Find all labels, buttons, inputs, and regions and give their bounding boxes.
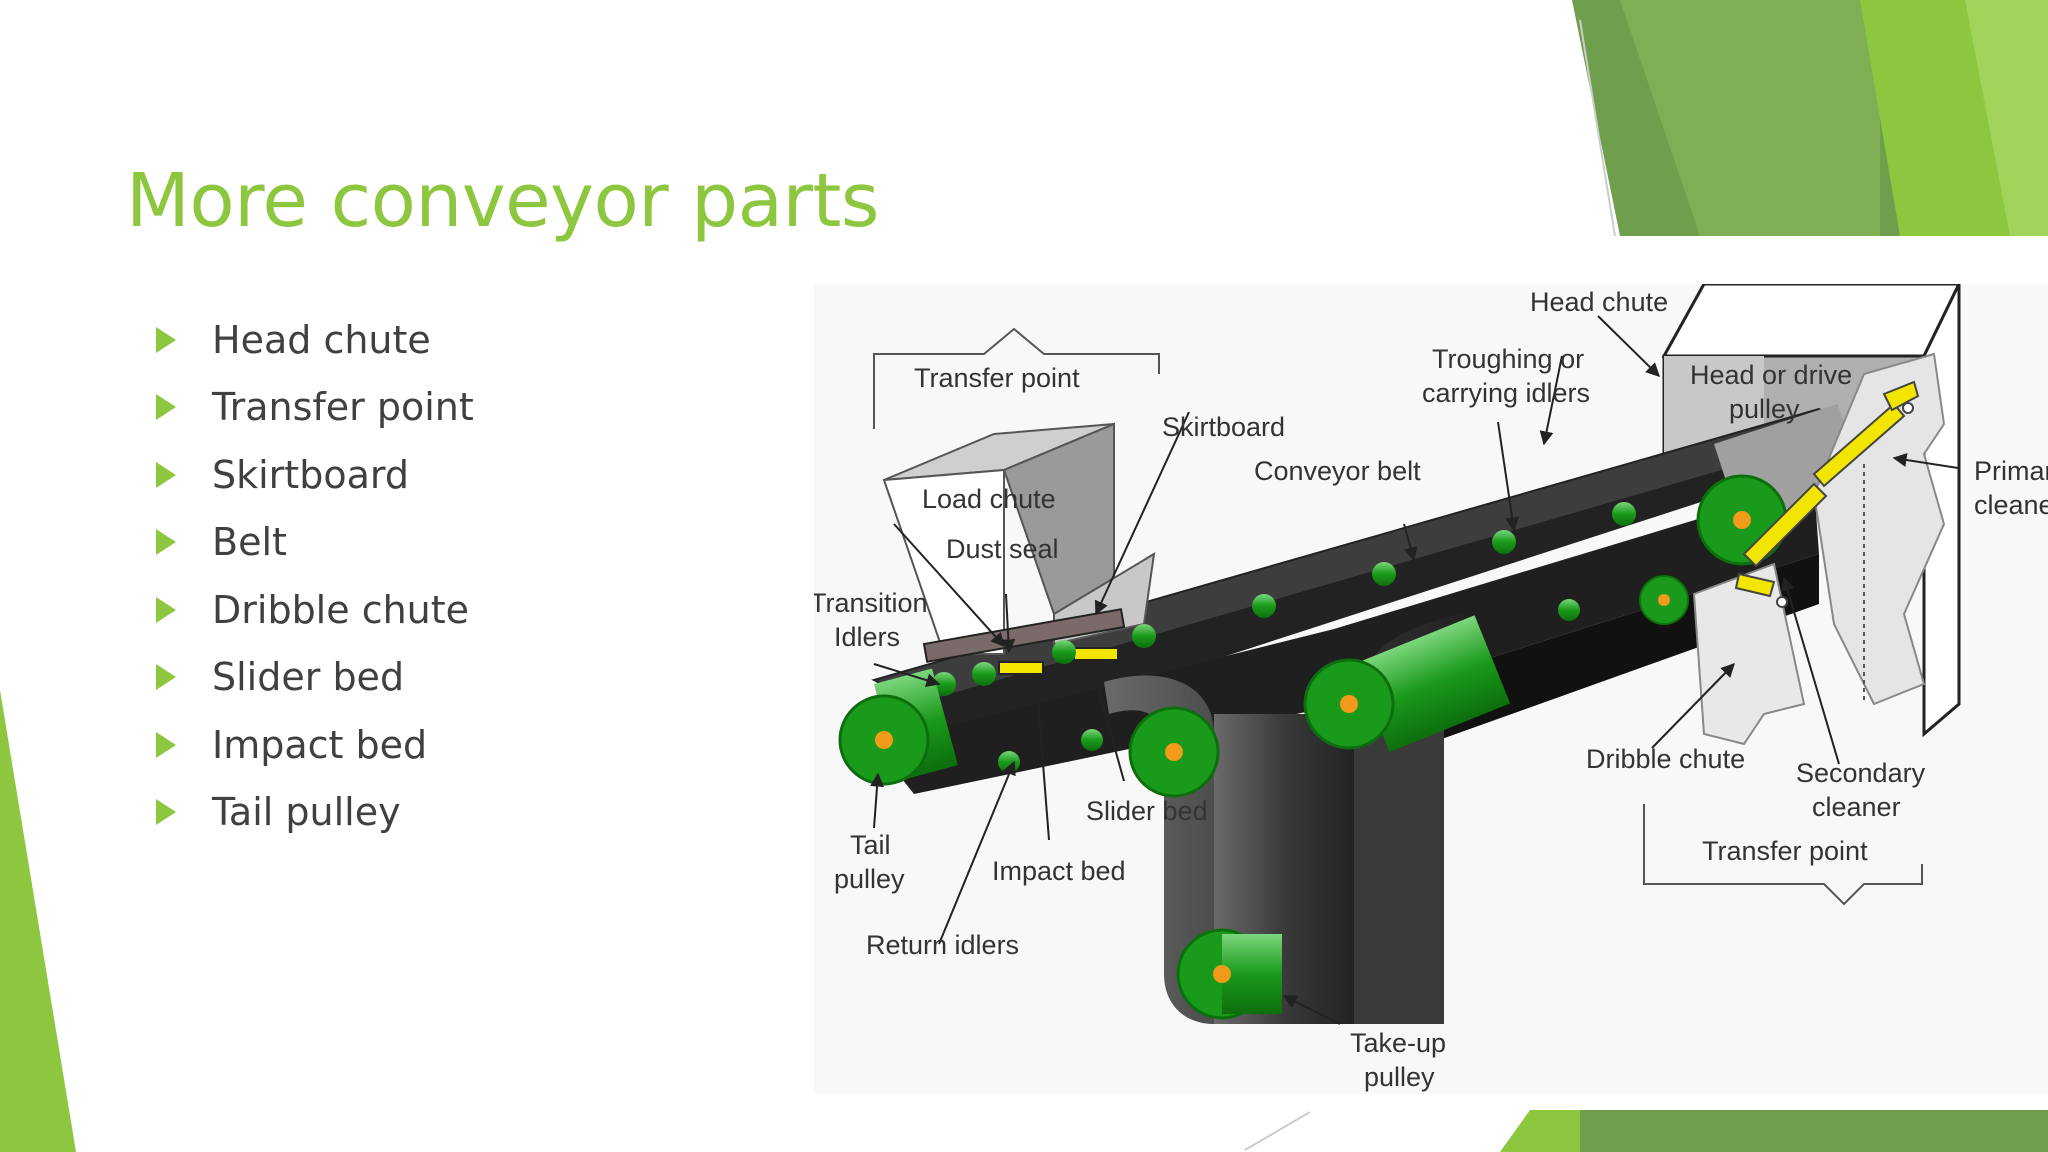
bullet-text: Dribble chute — [212, 587, 470, 632]
bullet-arrow-icon — [156, 394, 176, 421]
takeup-pulley — [1176, 928, 1282, 1020]
label-takeup-2: pulley — [1364, 1062, 1435, 1092]
bullet-text: Skirtboard — [212, 452, 409, 497]
bullet-text: Impact bed — [212, 722, 428, 767]
head-chute-side — [1812, 352, 1946, 706]
label-troughing-1: Troughing or — [1432, 344, 1584, 374]
label-tail-2: pulley — [834, 864, 905, 894]
bullet-text: Belt — [212, 520, 287, 565]
decor-bottom-right-2 — [1580, 1110, 2048, 1152]
bullet-item: Head chute — [156, 306, 474, 374]
label-dribble-chute: Dribble chute — [1586, 744, 1745, 774]
bullet-arrow-icon — [156, 461, 176, 488]
label-transition-2: Idlers — [834, 622, 900, 652]
conveyor-diagram: Head chute Transfer point Skirtboard Tro… — [814, 284, 2048, 1094]
label-takeup-1: Take-up — [1350, 1028, 1446, 1058]
bullet-text: Slider bed — [212, 655, 405, 700]
bend-pulley-right — [1303, 615, 1511, 753]
label-head-pulley-2: pulley — [1729, 394, 1800, 424]
label-head-chute: Head chute — [1530, 287, 1668, 317]
leader-lines — [870, 315, 1959, 1025]
bullet-item: Transfer point — [156, 374, 474, 442]
bullet-arrow-icon — [156, 664, 176, 691]
decor-top-right-mid — [1620, 0, 1880, 236]
label-load-chute: Load chute — [922, 484, 1056, 514]
label-transfer-point-right: Transfer point — [1702, 836, 1868, 866]
label-secondary-1: Secondary — [1796, 758, 1926, 788]
primary-cleaner — [1812, 380, 1920, 488]
transfer-point-left-bracket — [873, 327, 1160, 429]
return-belt — [874, 484, 1819, 794]
transfer-point-right-bracket — [1643, 804, 1923, 906]
bullet-item: Belt — [156, 509, 474, 577]
decor-thin-line — [1579, 19, 1616, 237]
bullet-list: Head chute Transfer point Skirtboard Bel… — [156, 306, 474, 846]
bullet-item: Impact bed — [156, 711, 474, 779]
bend-pulley-left — [1128, 706, 1220, 798]
bullet-arrow-icon — [156, 596, 176, 623]
dribble-chute — [1692, 562, 1806, 746]
label-tail-1: Tail — [850, 830, 891, 860]
bullet-arrow-icon — [156, 799, 176, 826]
bullet-arrow-icon — [156, 326, 176, 353]
label-head-pulley-1: Head or drive — [1690, 360, 1852, 390]
label-primary-2: cleaner — [1974, 490, 2048, 520]
bullet-item: Slider bed — [156, 644, 474, 712]
label-secondary-2: cleaner — [1812, 792, 1901, 822]
label-skirtboard: Skirtboard — [1162, 412, 1285, 442]
bullet-text: Head chute — [212, 317, 431, 362]
label-slider-bed: Slider bed — [1086, 796, 1208, 826]
decor-bottom-left — [0, 690, 76, 1152]
label-impact-bed: Impact bed — [992, 856, 1126, 886]
tail-pulley — [838, 668, 958, 786]
bullet-item: Dribble chute — [156, 576, 474, 644]
bullet-text: Tail pulley — [212, 790, 401, 835]
label-transition-1: Transition — [814, 588, 928, 618]
decor-top-right-edge — [1965, 0, 2048, 236]
decor-bottom-line — [1244, 1111, 1311, 1151]
label-dust-seal: Dust seal — [946, 534, 1059, 564]
bullet-arrow-icon — [156, 731, 176, 758]
bullet-text: Transfer point — [212, 385, 474, 430]
label-return-idlers: Return idlers — [866, 930, 1019, 960]
bullet-item: Skirtboard — [156, 441, 474, 509]
label-conveyor-belt: Conveyor belt — [1254, 456, 1421, 486]
secondary-cleaner — [1734, 482, 1828, 608]
label-transfer-point-left: Transfer point — [914, 363, 1080, 393]
snub-pulley-hub — [1658, 594, 1670, 606]
label-troughing-2: carrying idlers — [1422, 378, 1590, 408]
decor-bottom-right-1 — [1500, 1110, 1580, 1152]
bullet-item: Tail pulley — [156, 779, 474, 847]
diagram-labels: Head chute Transfer point Skirtboard Tro… — [814, 287, 2048, 1092]
slide-title: More conveyor parts — [126, 157, 879, 244]
bullet-arrow-icon — [156, 529, 176, 556]
label-primary-1: Primary — [1974, 456, 2048, 486]
